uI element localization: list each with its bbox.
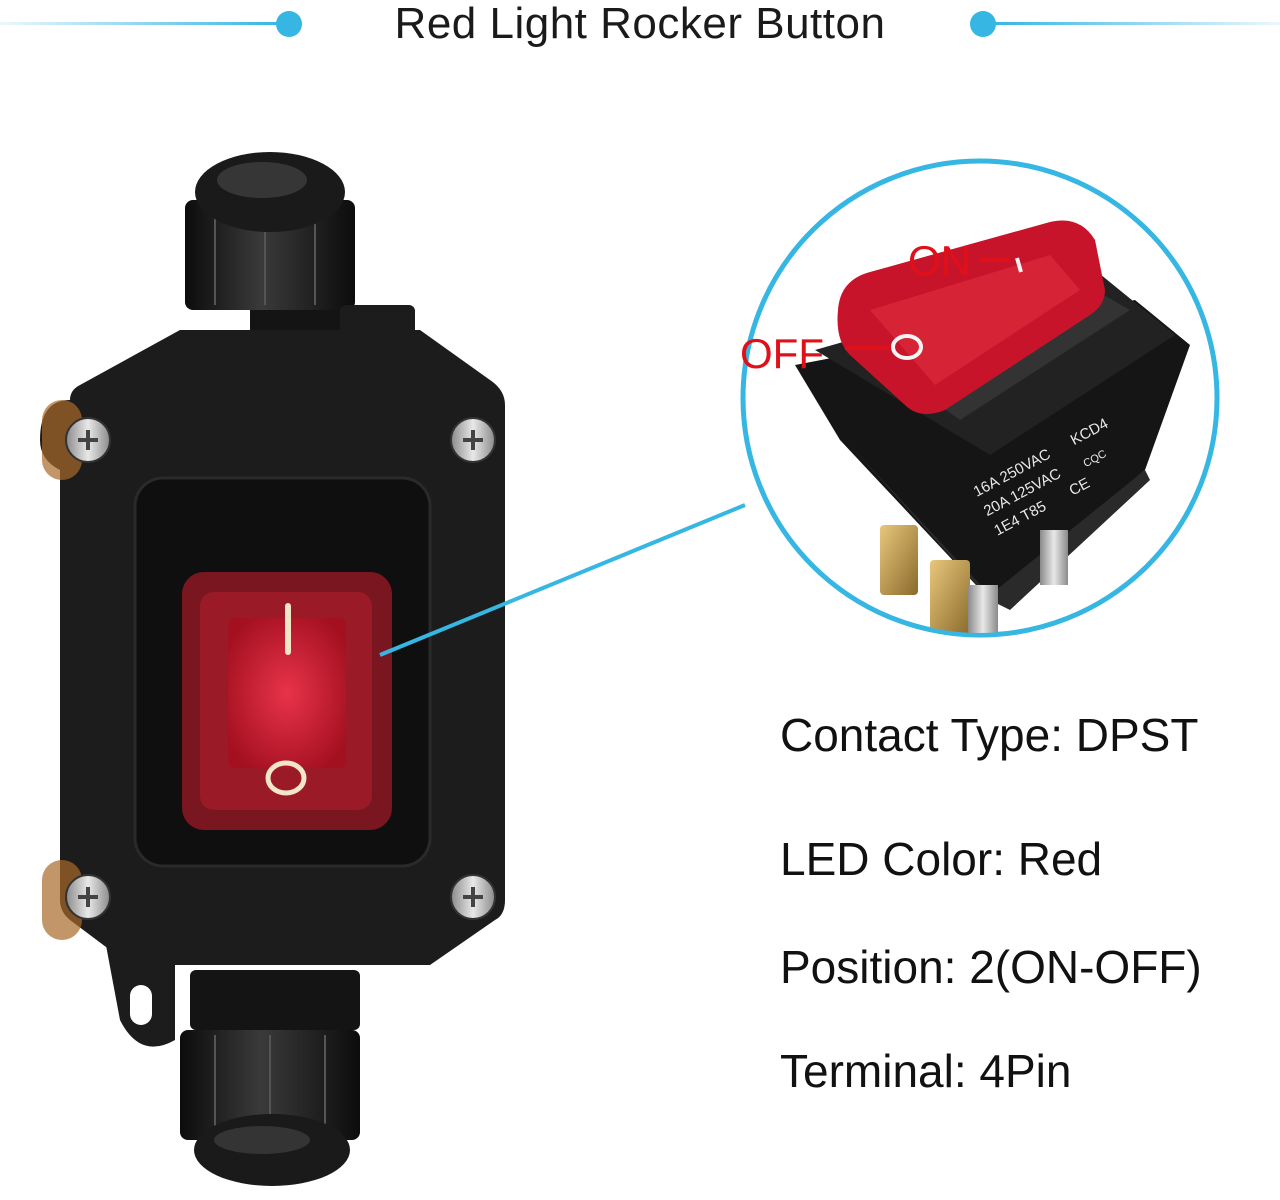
screw-icon [65,874,111,920]
callout-connector-line [379,503,746,657]
top-cable-gland [185,152,415,355]
right-accent-dot [970,11,996,37]
on-mark-icon [1015,257,1023,273]
off-mark-icon [265,760,307,796]
page-title: Red Light Rocker Button [394,0,886,48]
spec-led-color: LED Color: Red [780,833,1103,885]
screw-icon [450,417,496,463]
on-label: ON [908,237,971,284]
screw-icon [450,874,496,920]
bottom-cable-gland [105,940,360,1186]
header-decoration [0,11,1280,37]
spec-contact-type: Contact Type: DPST [780,709,1199,761]
spec-position: Position: 2(ON-OFF) [780,941,1202,993]
spec-terminal: Terminal: 4Pin [780,1045,1072,1097]
switch-housing-illustration [40,152,505,1186]
left-accent-line [0,22,280,25]
right-accent-line [992,22,1280,25]
off-label: OFF [740,330,824,377]
off-mark-icon [891,334,923,360]
terminal-pins [880,525,1068,633]
left-accent-dot [276,11,302,37]
screw-icon [65,417,111,463]
zoom-callout: 16A 250VAC 20A 125VAC 1E4 T85 CE KCD4 CQ… [740,158,1220,638]
